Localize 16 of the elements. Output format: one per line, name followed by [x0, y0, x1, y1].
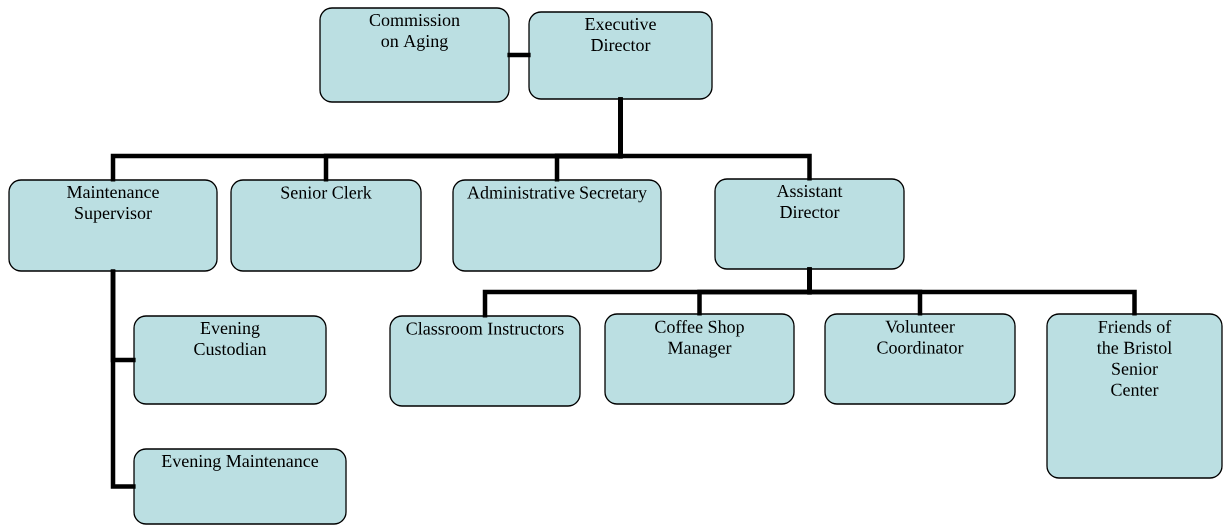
- connector-line: [110, 269, 136, 489]
- connector-line: [807, 267, 1137, 316]
- connector-line: [507, 52, 531, 58]
- org-box: Assistant Director: [714, 178, 905, 270]
- org-box: Classroom Instructors: [389, 315, 581, 407]
- org-box: Maintenance Supervisor: [8, 179, 218, 272]
- org-box: Evening Maintenance: [133, 448, 347, 525]
- org-box: Executive Director: [528, 11, 713, 100]
- org-box: Senior Clerk: [230, 179, 422, 272]
- org-box: Commission on Aging: [319, 7, 510, 103]
- org-box: Evening Custodian: [133, 315, 327, 405]
- org-box: Friends of the Bristol Senior Center: [1046, 313, 1223, 479]
- connector-line: [618, 97, 812, 181]
- org-box: Administrative Secretary: [452, 179, 662, 272]
- org-box: Coffee Shop Manager: [604, 313, 795, 405]
- org-box: Volunteer Coordinator: [824, 313, 1016, 405]
